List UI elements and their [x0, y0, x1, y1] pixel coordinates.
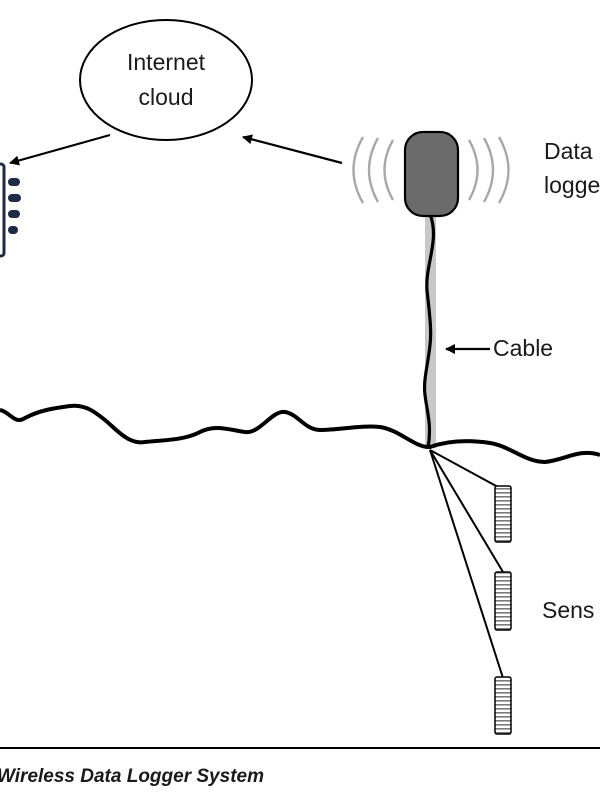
figure-caption: Wireless Data Logger System	[0, 766, 264, 787]
ground-surface-line	[0, 403, 600, 465]
sensor-icon	[494, 571, 512, 631]
logger-label-line1: Data	[544, 138, 593, 164]
logger-to-cloud-arrow	[242, 134, 343, 165]
cloud-label-line1: Internet	[127, 49, 206, 75]
sensor-wires	[429, 449, 504, 679]
cable-line	[422, 213, 435, 449]
sensor-icon	[494, 485, 512, 543]
sensor-icon	[494, 676, 512, 735]
sensor-label: Sens	[542, 597, 594, 623]
cloud-label-line2: cloud	[139, 84, 194, 110]
logger-label-line2: logge	[544, 172, 600, 198]
smartphone-icon	[0, 162, 21, 258]
data-logger-icon	[403, 130, 460, 218]
cable-label: Cable	[493, 335, 553, 361]
cloud-to-device-arrow	[9, 133, 111, 166]
internet-cloud: Internet cloud	[79, 19, 253, 141]
wireless-signal-icon	[352, 136, 510, 204]
